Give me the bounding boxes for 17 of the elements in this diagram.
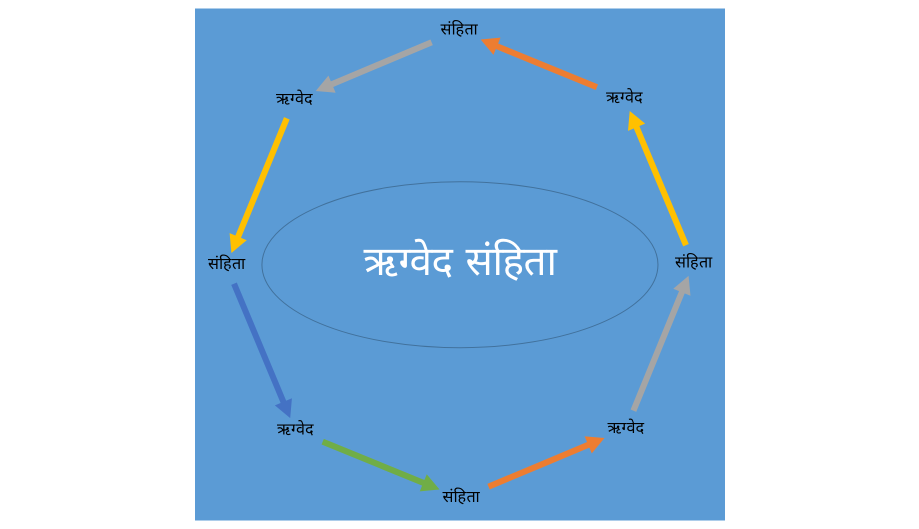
arrow: [628, 110, 688, 246]
arrow: [480, 38, 598, 90]
arrow: [630, 276, 690, 412]
node-ellipse: ऋग्वेद संहिता: [260, 181, 658, 348]
node-text: ऋग्वेद: [606, 87, 643, 106]
arrow: [486, 436, 604, 490]
arrow: [229, 117, 290, 254]
node-text: संहिता: [442, 487, 479, 506]
node-text: ऋग्वेद: [606, 418, 644, 437]
node-text: संहिता: [674, 252, 712, 272]
arrow: [321, 438, 440, 492]
arrow: [230, 282, 292, 418]
node-text: ऋग्वेद: [276, 419, 314, 438]
node-text: ऋग्वेद: [275, 88, 312, 108]
node-text: संहिता: [440, 20, 478, 39]
arrow: [315, 40, 432, 93]
node-text: संहिता: [207, 254, 244, 274]
